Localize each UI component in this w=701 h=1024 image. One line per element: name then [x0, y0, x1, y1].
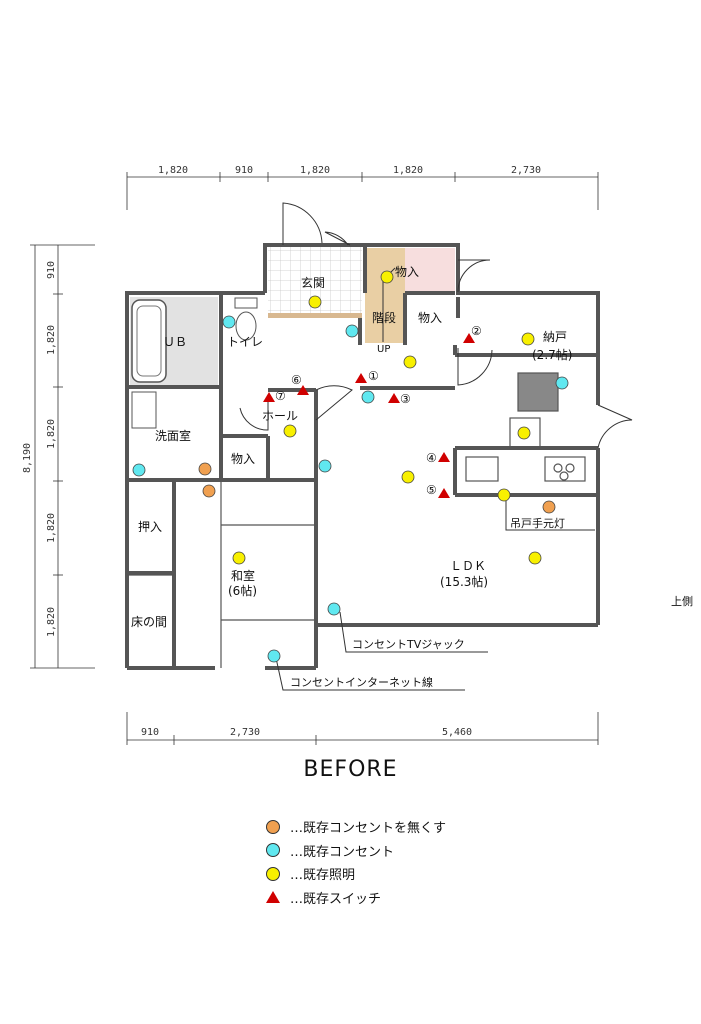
label-tokonoma: 床の間: [131, 615, 167, 629]
remove-outlet-marker: [202, 484, 216, 498]
label-oshiire: 押入: [138, 520, 162, 534]
light-marker: [283, 424, 297, 438]
switch-marker: [388, 393, 400, 403]
label-kaidan: 階段: [372, 310, 396, 325]
switch-num-2: ②: [471, 324, 482, 338]
switches: [263, 333, 475, 498]
doors: [239, 202, 633, 449]
legend-item-light: …既存照明: [266, 862, 526, 886]
dim-left-2: 1,820: [46, 325, 57, 355]
light-marker: [528, 551, 542, 565]
legend-item-outlet: …既存コンセント: [266, 839, 526, 863]
light-marker: [401, 470, 415, 484]
label-mono2: 物入: [418, 311, 442, 325]
dim-top-1: 1,820: [158, 165, 188, 176]
light-marker: [521, 332, 535, 346]
label-ldk-size: (15.3帖): [440, 574, 488, 589]
walls: [125, 243, 600, 670]
dim-left-1: 910: [46, 261, 57, 279]
label-nando-size: (2.7帖): [532, 347, 572, 362]
outlet-marker: [267, 649, 281, 663]
dim-left-3: 1,820: [46, 419, 57, 449]
orange-dot-icon: [266, 819, 280, 834]
outlets-remove: [198, 462, 556, 514]
legend-item-remove-outlet: …既存コンセントを無くす: [266, 815, 526, 839]
label-washitsu-size: (6帖): [228, 583, 257, 598]
label-ue: 上側: [671, 595, 693, 608]
switch-marker: [263, 392, 275, 402]
callout-lines: [275, 497, 595, 691]
dim-top-2: 910: [235, 165, 253, 176]
outlets: [132, 315, 569, 663]
legend-label: …既存コンセント: [290, 844, 395, 860]
switch-num-6: ⑥: [291, 373, 302, 387]
switch-marker: [463, 333, 475, 343]
lights: [232, 270, 542, 565]
light-marker: [403, 355, 417, 369]
yellow-dot-icon: [266, 866, 280, 881]
switch-marker: [355, 373, 367, 383]
switch-num-4: ④: [426, 451, 437, 465]
label-ldk: ＬＤＫ: [450, 559, 486, 573]
dim-left-4: 1,820: [46, 513, 57, 543]
switch-marker: [438, 488, 450, 498]
switch-marker: [438, 452, 450, 462]
light-marker: [232, 551, 246, 565]
dim-top-3: 1,820: [300, 165, 330, 176]
diagram-title: BEFORE: [303, 757, 398, 782]
red-triangle-icon: [266, 891, 280, 904]
label-senmen: 洗面室: [155, 428, 191, 443]
callout-net: コンセントインターネット線: [290, 675, 433, 689]
light-marker: [380, 270, 394, 284]
outlet-marker: [318, 459, 332, 473]
switch-num-3: ③: [400, 392, 411, 406]
dim-left-5: 1,820: [46, 607, 57, 637]
legend-item-switch: …既存スイッチ: [266, 886, 526, 910]
remove-outlet-marker: [198, 462, 212, 476]
dimension-lines: [30, 172, 599, 745]
outlet-marker: [345, 324, 359, 338]
switch-num-7: ⑦: [275, 389, 286, 403]
switch-marker: [297, 385, 309, 395]
label-mono3: 物入: [231, 452, 255, 466]
label-hall: ホール: [262, 409, 298, 423]
legend-label: …既存コンセントを無くす: [290, 821, 447, 837]
outlet-marker: [361, 390, 375, 404]
dim-bottom-3: 5,460: [442, 727, 472, 738]
label-mono1: 物入: [395, 265, 419, 279]
callout-tsuridana: 吊戸手元灯: [510, 516, 565, 530]
legend-label: …既存スイッチ: [290, 891, 382, 907]
light-marker: [497, 488, 511, 502]
outlet-marker: [327, 602, 341, 616]
label-nando: 納戸: [543, 330, 567, 344]
toilet-fixture: [234, 297, 258, 341]
switch-num-5: ⑤: [426, 483, 437, 497]
legend: …既存コンセントを無くす …既存コンセント …既存照明 …既存スイッチ: [266, 815, 526, 909]
bathtub: [131, 299, 167, 383]
outlet-marker: [555, 376, 569, 390]
washbasin: [131, 391, 157, 429]
interior-lines: [127, 372, 586, 668]
label-washitsu: 和室: [231, 568, 255, 583]
dim-top-4: 1,820: [393, 165, 423, 176]
switch-num-1: ①: [368, 369, 379, 383]
outlet-marker: [132, 463, 146, 477]
label-up: UP: [377, 344, 390, 355]
light-marker: [308, 295, 322, 309]
label-ub: ＵＢ: [163, 335, 187, 349]
label-genkan: 玄関: [301, 275, 325, 290]
dim-bottom-2: 2,730: [230, 727, 260, 738]
callout-tv: コンセントTVジャック: [352, 638, 465, 651]
remove-outlet-marker: [542, 500, 556, 514]
dim-bottom-1: 910: [141, 727, 159, 738]
legend-label: …既存照明: [290, 868, 356, 884]
dim-top-5: 2,730: [511, 165, 541, 176]
label-toilet: トイレ: [227, 335, 263, 349]
dim-left-total: 8,190: [22, 443, 33, 473]
light-marker: [517, 426, 531, 440]
outlet-marker: [222, 315, 236, 329]
cyan-dot-icon: [266, 843, 280, 858]
